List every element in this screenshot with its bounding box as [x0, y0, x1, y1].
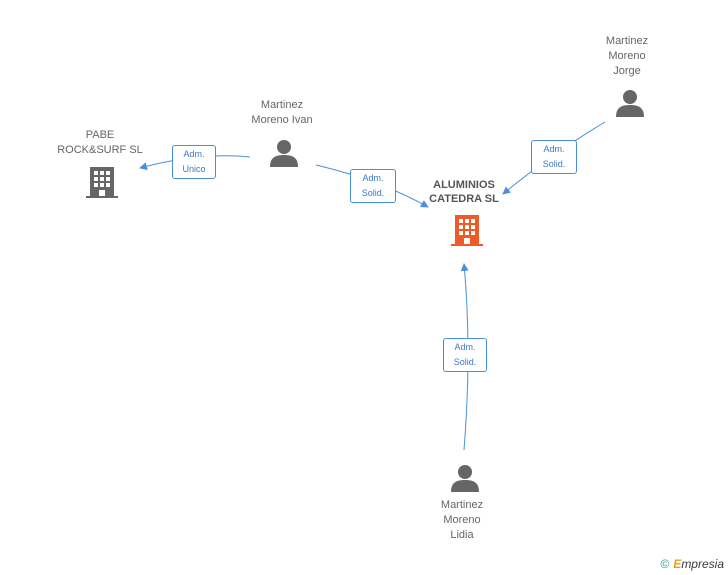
edge-label-lidia-aluminios[interactable]: Adm. Solid. [443, 338, 487, 372]
ivan-label[interactable]: Martinez Moreno Ivan [251, 99, 313, 126]
pabe-label[interactable]: PABE ROCK&SURF SL [57, 129, 143, 156]
person-icon-ivan[interactable] [269, 138, 299, 168]
edge-label-ivan-aluminios[interactable]: Adm. Solid. [350, 169, 396, 203]
empresia-logo: ©Empresia [660, 557, 724, 571]
brand-name: mpresia [681, 557, 724, 571]
brand-initial: E [673, 557, 682, 571]
edge-label-jorge-aluminios[interactable]: Adm. Solid. [531, 140, 577, 174]
aluminios-label[interactable]: ALUMINIOS CATEDRA SL [429, 179, 499, 205]
edge-label-ivan-pabe[interactable]: Adm. Unico [172, 145, 216, 179]
lidia-label[interactable]: Martinez Moreno Lidia [440, 499, 484, 541]
building-icon-main[interactable] [450, 213, 484, 247]
building-icon-pabe[interactable] [85, 165, 119, 199]
jorge-label[interactable]: Martinez Moreno Jorge [605, 35, 649, 77]
person-icon-lidia[interactable] [450, 463, 480, 493]
person-icon-jorge[interactable] [615, 88, 645, 118]
copyright-symbol: © [660, 557, 670, 571]
